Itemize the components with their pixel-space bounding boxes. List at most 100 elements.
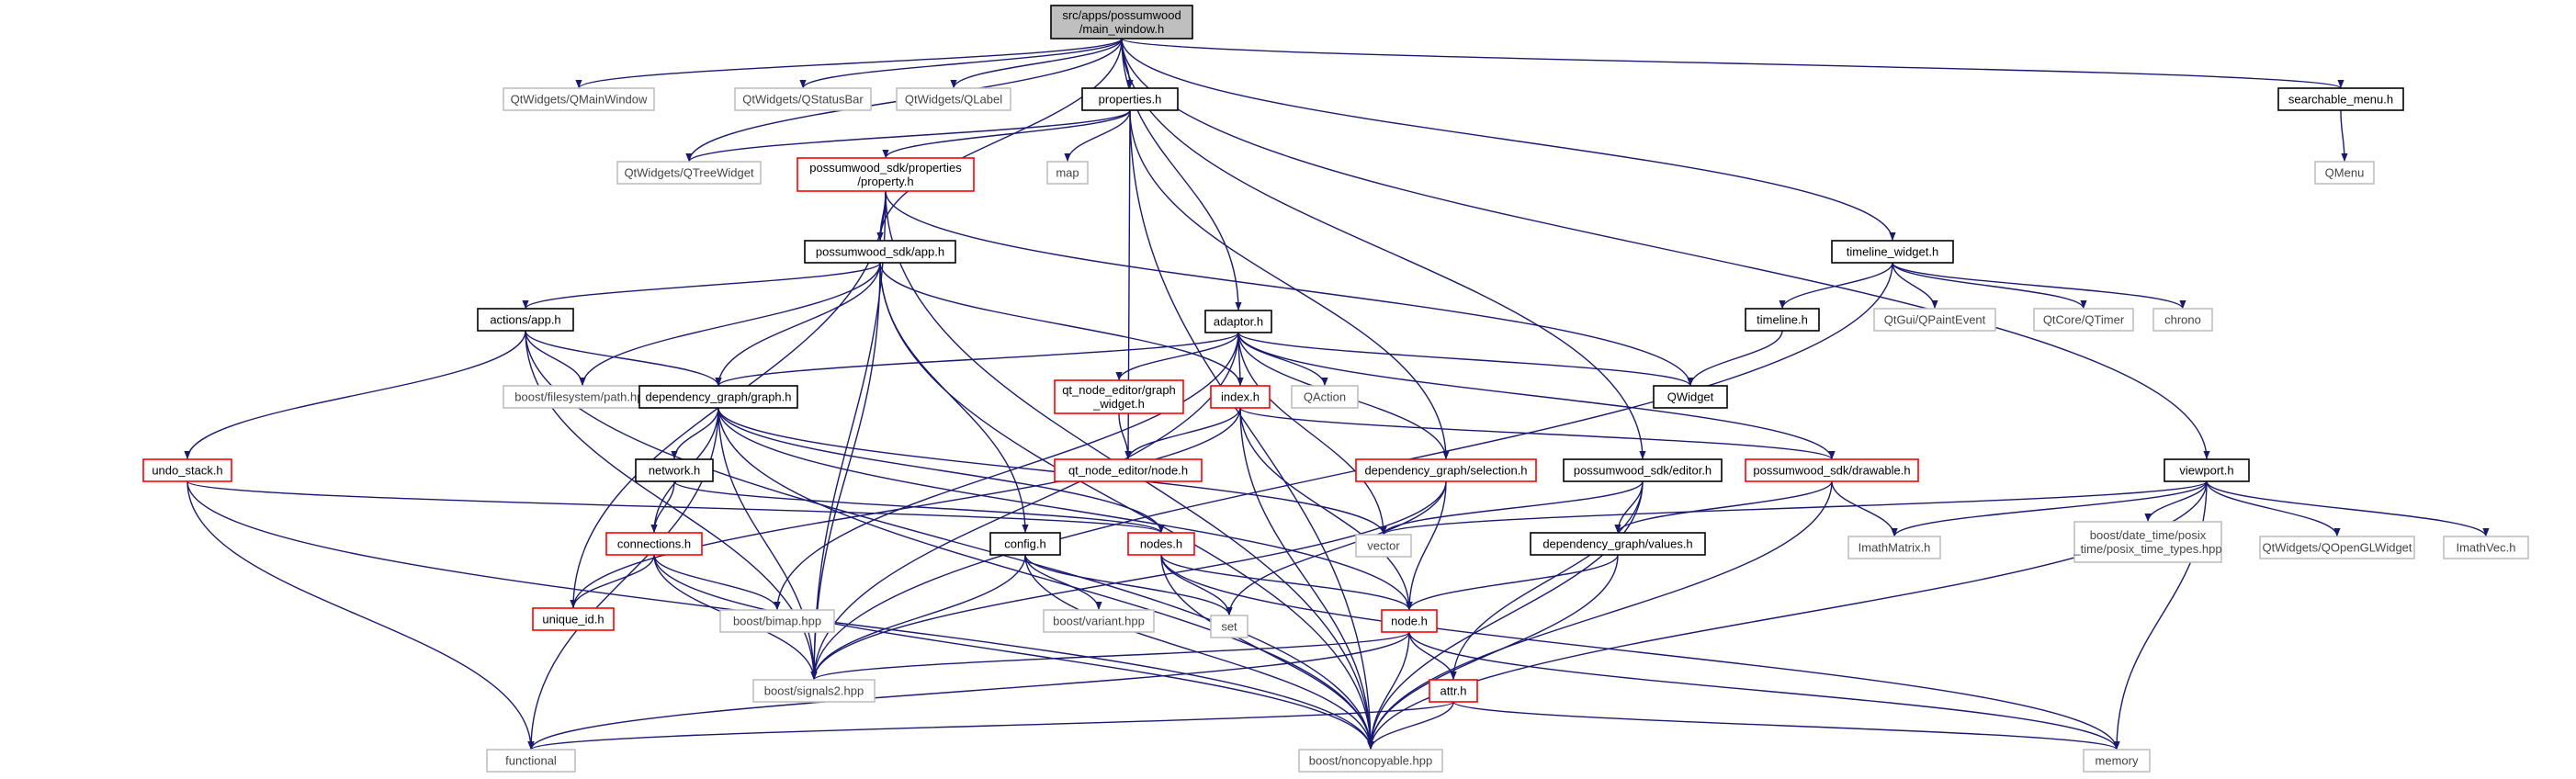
node-qwidget[interactable]: QWidget <box>1653 385 1728 409</box>
node-box <box>719 609 835 633</box>
node-box <box>616 161 762 185</box>
node-box <box>1355 534 1412 558</box>
edge-network-to-nodes <box>673 480 1165 534</box>
edge-viewport-to-qopenglwidget <box>2206 480 2341 537</box>
node-label: /main_window.h <box>1079 22 1165 36</box>
node-unique-id[interactable]: unique_id.h <box>532 607 615 631</box>
node-properties[interactable]: properties.h <box>1081 87 1179 111</box>
edge-main_window-to-qlabel <box>950 38 1123 89</box>
edge-main_window-to-viewport <box>1121 38 2210 460</box>
node-label: QMenu <box>2325 166 2365 180</box>
edge-timeline_widget-to-chrono <box>1892 262 2186 310</box>
edge-drawable-to-values <box>1614 480 1833 534</box>
node-dep-graph[interactable]: dependency_graph/graph.h <box>638 385 798 409</box>
edge-index-to-drawable <box>1239 407 1836 460</box>
node-box <box>2443 536 2529 559</box>
node-label: dependency_graph/values.h <box>1542 537 1692 551</box>
edge-actions_app-to-undo_stack <box>184 330 526 460</box>
node-label: map <box>1056 166 1079 180</box>
node-qstatusbar: QtWidgets/QStatusBar <box>734 87 872 111</box>
edge-timeline_widget-to-qtimer <box>1892 262 2087 310</box>
edge-timeline_widget-to-qpaintevent <box>1892 262 1938 310</box>
edge-app_sdk-to-dep_graph <box>715 262 881 387</box>
edge-config-to-set <box>1024 554 1233 616</box>
node-property[interactable]: possumwood_sdk/properties/property.h <box>797 157 975 192</box>
node-app-sdk[interactable]: possumwood_sdk/app.h <box>804 240 956 264</box>
node-connections[interactable]: connections.h <box>605 532 703 556</box>
edge-adaptor-to-drawable <box>1237 332 1836 460</box>
edge-main_window-to-searchable_menu <box>1121 38 2344 89</box>
node-network[interactable]: network.h <box>635 458 714 482</box>
edge-property-to-signals2 <box>810 190 887 681</box>
node-attr[interactable]: attr.h <box>1429 679 1478 703</box>
node-box <box>2073 521 2222 563</box>
node-label: qt_node_editor/graph <box>1062 383 1176 397</box>
node-box <box>1745 308 1820 332</box>
node-nodes[interactable]: nodes.h <box>1127 532 1195 556</box>
node-main-window[interactable]: src/apps/possumwood/main_window.h <box>1050 5 1193 40</box>
node-timeline-widget[interactable]: timeline_widget.h <box>1831 240 1954 264</box>
node-bimap: boost/bimap.hpp <box>719 609 835 633</box>
edge-dep_graph-to-network <box>671 407 719 460</box>
node-searchable-menu[interactable]: searchable_menu.h <box>2277 87 2404 111</box>
node-label: boost/filesystem/path.hpp <box>514 390 650 404</box>
node-values[interactable]: dependency_graph/values.h <box>1530 532 1706 556</box>
node-actions-app[interactable]: actions/app.h <box>477 308 574 332</box>
edge-editor-to-values <box>1614 480 1644 534</box>
node-box <box>734 87 872 111</box>
node-memory: memory <box>2083 749 2151 773</box>
node-node-h[interactable]: node.h <box>1381 609 1438 633</box>
node-editor[interactable]: possumwood_sdk/editor.h <box>1563 458 1723 482</box>
node-box <box>142 458 232 482</box>
node-drawable[interactable]: possumwood_sdk/drawable.h <box>1745 458 1919 482</box>
edge-selection-to-signals2 <box>810 480 1447 681</box>
edge-values-to-node_h <box>1406 554 1619 611</box>
node-label: QtWidgets/QLabel <box>905 93 1002 107</box>
node-config[interactable]: config.h <box>989 532 1061 556</box>
node-label: network.h <box>649 464 700 478</box>
edge-attr-to-functional <box>527 701 1454 751</box>
edge-nodes-to-node_h <box>1160 554 1413 611</box>
node-box <box>477 308 574 332</box>
node-qopenglwidget: QtWidgets/QOpenGLWidget <box>2259 536 2415 559</box>
node-box <box>605 532 703 556</box>
node-box <box>1043 609 1155 633</box>
node-box <box>1653 385 1728 409</box>
node-box <box>1563 458 1723 482</box>
edge-main_window-to-adaptor <box>1121 38 1242 311</box>
edge-adaptor-to-bimap <box>774 332 1239 611</box>
edge-config-to-variant <box>1024 554 1102 611</box>
node-label: timeline.h <box>1757 313 1808 327</box>
node-qtimer: QtCore/QTimer <box>2033 308 2134 332</box>
node-viewport[interactable]: viewport.h <box>2164 458 2250 482</box>
node-box <box>1847 536 1941 559</box>
node-box <box>1298 749 1443 773</box>
node-box <box>1046 161 1089 185</box>
node-adaptor[interactable]: adaptor.h <box>1204 310 1272 333</box>
node-timeline[interactable]: timeline.h <box>1745 308 1820 332</box>
edge-undo_stack-to-nodes <box>186 480 1165 534</box>
node-index[interactable]: index.h <box>1210 385 1271 409</box>
node-box <box>532 607 615 631</box>
node-undo-stack[interactable]: undo_stack.h <box>142 458 232 482</box>
edge-connections-to-bimap <box>653 554 781 611</box>
node-box <box>1381 609 1438 633</box>
node-box <box>2164 458 2250 482</box>
node-box <box>2033 308 2134 332</box>
node-label: actions/app.h <box>490 313 560 327</box>
node-label: QAction <box>1304 390 1346 404</box>
edge-viewport-to-vector <box>1380 480 2208 536</box>
node-selection[interactable]: dependency_graph/selection.h <box>1355 458 1537 482</box>
node-label: ImathVec.h <box>2456 541 2515 555</box>
node-label: possumwood_sdk/editor.h <box>1574 464 1712 478</box>
node-label: QtWidgets/QMainWindow <box>511 93 648 107</box>
node-functional: functional <box>486 749 576 773</box>
edge-dep_graph-to-node_h <box>717 407 1413 611</box>
node-graph-widget[interactable]: qt_node_editor/graph_widget.h <box>1054 379 1184 414</box>
node-box <box>1081 87 1179 111</box>
node-label: QtCore/QTimer <box>2043 313 2125 327</box>
node-label: boost/bimap.hpp <box>733 615 821 628</box>
node-label: boost/signals2.hpp <box>764 684 864 698</box>
node-box <box>797 157 975 192</box>
node-qne-node[interactable]: qt_node_editor/node.h <box>1054 458 1203 482</box>
